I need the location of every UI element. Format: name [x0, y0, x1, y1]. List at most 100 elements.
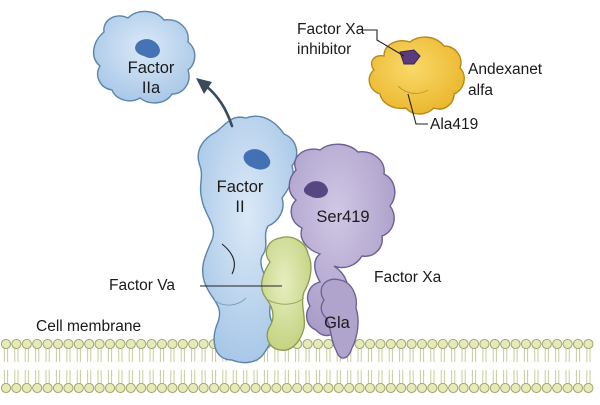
lipid-head	[302, 382, 313, 394]
lipid-head	[333, 382, 344, 394]
lipid-head	[0, 382, 12, 394]
lipid-head	[125, 338, 136, 350]
factor-xa-gla-domain	[320, 278, 359, 359]
lipid-head	[167, 382, 178, 394]
lipid-head	[219, 382, 230, 394]
lipid-head	[375, 338, 386, 350]
lipid-head	[42, 382, 53, 394]
lipid-head	[11, 382, 22, 394]
lipid-head	[510, 382, 521, 394]
lipid-head	[52, 382, 64, 394]
lipid-head	[427, 338, 438, 350]
lipid-head	[208, 382, 220, 394]
lipid-head	[104, 338, 116, 350]
factor-va-protein	[260, 236, 312, 351]
factor-xa-inhibitor-icon	[399, 49, 421, 65]
lipid-head	[42, 338, 53, 350]
factor-ii-active-site	[243, 149, 271, 170]
lipid-head	[94, 338, 105, 350]
ala419-label: Ala419	[430, 116, 478, 133]
gla-label: Gla	[324, 314, 351, 332]
factor-xa-inhibitor-label-line1: Factor Xa	[297, 21, 365, 38]
lipid-head	[229, 382, 240, 394]
andexanet-alfa-label-line1: Andexanet	[468, 61, 543, 78]
ala419-leader-line	[407, 93, 428, 125]
lipid-head	[198, 382, 209, 394]
lipid-head	[385, 338, 396, 350]
factor-iia-protein	[93, 10, 196, 104]
lipid-head	[489, 338, 500, 350]
lipid-head	[354, 382, 365, 394]
factor-va-shape	[260, 236, 312, 351]
lipid-head	[458, 338, 469, 350]
lipid-head	[500, 382, 511, 394]
factor-iia-label-line1: Factor	[128, 59, 175, 77]
factor-iia-shape	[93, 10, 196, 104]
lipid-head	[292, 382, 303, 394]
andexanet-alfa-label-line2: alfa	[468, 82, 493, 99]
lipid-head	[136, 382, 147, 394]
lipid-head	[84, 338, 95, 350]
lipid-head	[323, 338, 334, 350]
lipid-head	[562, 338, 573, 350]
lipid-head	[281, 382, 292, 394]
lipid-head	[583, 382, 594, 394]
lipid-head	[479, 338, 490, 350]
lipid-head	[73, 382, 84, 394]
lipid-head	[21, 338, 32, 350]
lipid-head	[531, 338, 542, 350]
factor-ii-label-line2: II	[235, 198, 244, 216]
lipid-head	[156, 338, 168, 350]
lipid-head	[188, 382, 199, 394]
lipid-head	[11, 338, 22, 350]
lipid-head	[21, 382, 32, 394]
lipid-head	[84, 382, 95, 394]
lipid-head	[188, 338, 199, 350]
lipid-head	[427, 382, 438, 394]
factor-xa-inhibitor-leader-line	[362, 29, 405, 57]
lipid-head	[115, 338, 126, 350]
factor-xa-label: Factor Xa	[374, 269, 442, 286]
lipid-head	[520, 382, 532, 394]
lipid-head	[63, 338, 74, 350]
factor-ii-protein	[197, 115, 298, 364]
lipid-head	[198, 338, 209, 350]
lipid-head	[240, 382, 251, 394]
lipid-head	[312, 382, 324, 394]
lipid-head	[0, 338, 12, 350]
factor-iia-active-site	[135, 39, 160, 58]
lipid-head	[500, 338, 511, 350]
lipid-head	[541, 382, 552, 394]
lipid-head	[260, 382, 272, 394]
lipid-head	[448, 338, 459, 350]
lipid-head	[531, 382, 542, 394]
lipid-head	[115, 382, 126, 394]
lipid-head	[52, 338, 64, 350]
lipid-head	[468, 338, 480, 350]
cell-membrane-bilayer	[0, 338, 594, 394]
lipid-head	[479, 382, 490, 394]
lipid-head	[250, 382, 261, 394]
lipid-head	[312, 338, 324, 350]
lipid-head	[323, 382, 334, 394]
lipid-head	[510, 338, 521, 350]
lipid-head	[125, 382, 136, 394]
lipid-head	[32, 338, 43, 350]
andexanet-alfa-shape	[368, 36, 465, 115]
lipid-head	[572, 338, 584, 350]
lipid-head	[406, 382, 417, 394]
lipid-head	[344, 382, 355, 394]
lipid-head	[32, 382, 43, 394]
lipid-head	[552, 338, 563, 350]
lipid-head	[94, 382, 105, 394]
lipid-head	[354, 338, 365, 350]
factor-xa-inhibitor-label-line2: inhibitor	[297, 41, 351, 58]
cell-membrane-label: Cell membrane	[36, 318, 141, 335]
lipid-head	[177, 382, 188, 394]
lipid-head	[302, 338, 313, 350]
lipid-head	[364, 338, 376, 350]
lipid-head	[146, 382, 157, 394]
arrow-icon	[196, 78, 234, 128]
lipid-head	[146, 338, 157, 350]
ser419-label: Ser419	[316, 208, 369, 226]
